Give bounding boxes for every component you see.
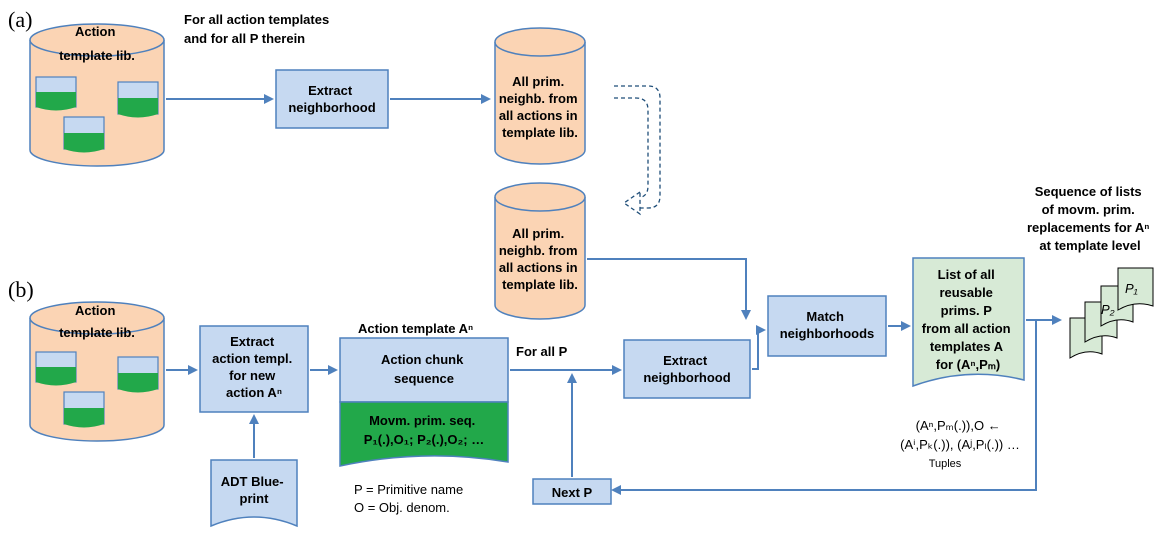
adt-blueprint-label: ADT Blue- print [221,474,287,506]
adt-blueprint-doc [210,459,298,528]
stacked-pages-icon [1069,267,1154,359]
sequence-of-lists-title: Sequence of lists of movm. prim. replace… [1027,184,1153,253]
next-p-label: Next P [552,485,593,500]
arrow-loop-back-to-next [611,320,1037,495]
library-label-b: Action template lib. [59,303,135,340]
dashed-transfer-arrow [614,85,661,216]
match-neighborhoods-box [767,295,887,357]
match-neighborhoods-label: Match neighborhoods [780,309,875,341]
tuples-text: (Aⁿ,Pₘ(.)),O ← (Aⁱ,Pₖ(.)), (Aʲ,Pₗ(.)) … [900,418,1020,452]
arrow-db-to-match [587,258,751,320]
page-label-p1: P₁ [1125,281,1138,296]
action-template-library-cylinder-a: Action template lib. [29,23,165,167]
arrow-extract-to-match [752,325,766,370]
template-doc-icon [35,351,77,386]
extract-neighborhood-box-b [623,339,751,399]
primitive-neighborhood-db-a: All prim. neighb. from all actions in te… [494,27,586,165]
template-doc-icon [35,76,77,111]
for-all-p-label: For all P [516,344,568,359]
panel-b-label: (b) [8,277,34,302]
page-label-p2: P₂ [1101,302,1115,317]
library-label-a: Action template lib. [59,24,135,63]
action-template-title: Action template Aⁿ [358,321,473,336]
action-chunk-sequence-label: Action chunk sequence [381,352,467,386]
loop-note-a: For all action templates and for all P t… [184,12,333,46]
extract-neighborhood-label-a: Extract neighborhood [288,83,375,115]
panel-a-label: (a) [8,7,32,32]
symbol-legend: P = Primitive name O = Obj. denom. [354,482,467,515]
action-template-library-cylinder-b: Action template lib. [29,301,165,442]
db-label-a: All prim. neighb. from all actions in te… [499,74,581,140]
action-chunk-sequence-box [339,337,509,403]
extract-action-template-box [199,325,309,413]
movement-primitive-sequence-label: Movm. prim. seq. P₁(.),O₁; P₂(.),O₂; … [364,413,485,447]
template-doc-icon [63,391,105,428]
extract-action-template-label: Extract action templ. for new action Aⁿ [212,334,296,400]
template-doc-icon [117,356,159,393]
reusable-prims-list-doc [912,257,1025,388]
template-doc-icon [117,81,159,118]
primitive-neighborhood-db-b: All prim. neighb. from all actions in te… [494,182,586,320]
extract-neighborhood-box-a [275,69,389,129]
db-label-b: All prim. neighb. from all actions in te… [499,226,581,292]
extract-neighborhood-label-b: Extract neighborhood [643,353,730,385]
tuples-caption: Tuples [929,458,962,470]
movement-primitive-sequence-box [339,401,509,467]
reusable-prims-list-label: List of all reusable prims. P from all a… [922,267,1014,372]
template-doc-icon [63,116,105,153]
